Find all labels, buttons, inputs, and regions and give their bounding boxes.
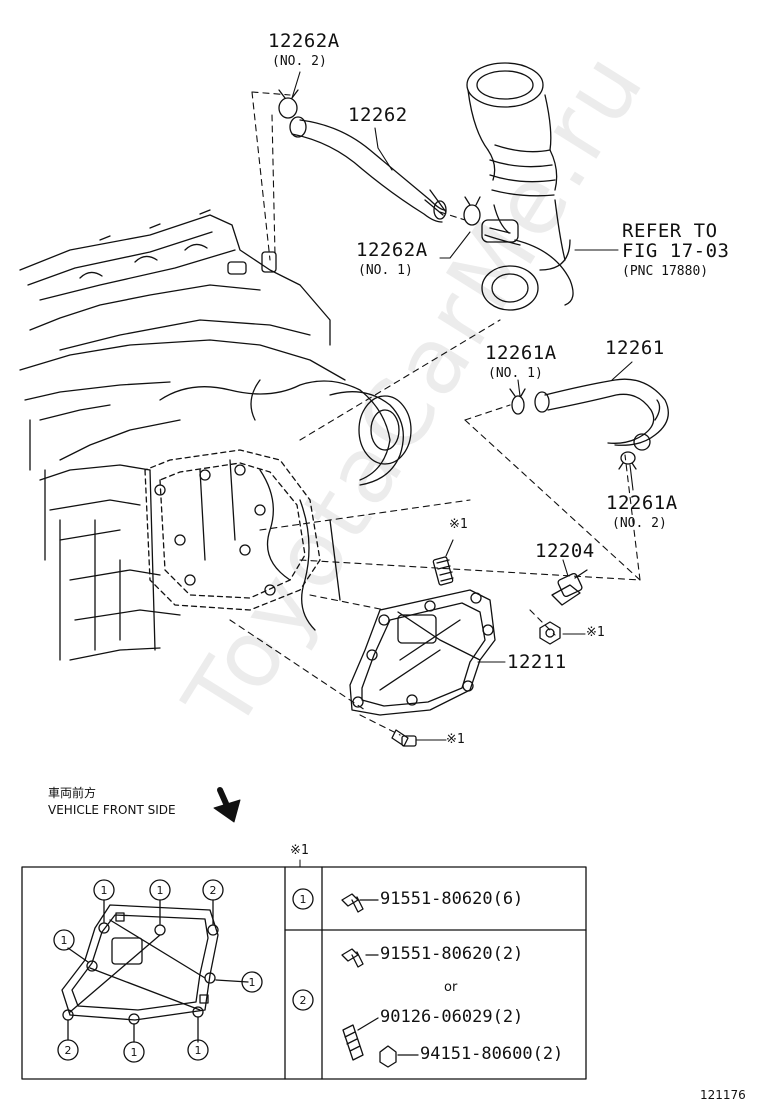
callout-12262a-no1: 12262A [356,239,428,261]
row2-or: or [444,980,458,995]
assembly-leaders [229,91,641,736]
refer-line-3: (PNC 17880) [622,264,709,279]
clamp-12261a-no1 [509,388,526,415]
callout-12261a-no2: 12261A [606,492,678,514]
callout-12261a-no1: 12261A [485,342,557,364]
callout-12262: 12262 [348,104,408,126]
gasket-label: 1 [61,934,68,947]
figure-id: 121176 [700,1088,746,1102]
sensor-12204 [551,569,588,606]
table-marker: ※1 [290,843,309,858]
stud-bolt [432,556,454,586]
callout-12211: 12211 [507,651,567,673]
callout-12262a-no1-sub: (NO. 1) [358,263,413,278]
air-intake-hose [466,62,574,311]
gasket-labels: 1 1 2 1 1 1 2 1 1 2 [61,884,307,1059]
gasket-label: 1 [195,1044,202,1057]
row2-part-number-c: 94151-80600(2) [420,1044,564,1064]
engine-block [19,209,412,661]
row2-part-number-b: 90126-06029(2) [380,1007,524,1027]
callout-12261a-no2-sub: (NO. 2) [612,516,667,531]
row1-index-circle [292,888,314,910]
bolt [391,729,417,747]
refer-line-1: REFER TO [622,220,718,242]
row2-part-number-a: 91551-80620(2) [380,944,524,964]
front-label-jp: 車両前方 [48,786,97,800]
callout-12261a-no1-sub: (NO. 1) [488,366,543,381]
bolt-marker: ※1 [446,732,465,747]
callout-12204: 12204 [535,540,595,562]
row1-index: 1 [300,893,307,906]
outlet-housing-12211 [349,589,496,716]
clamp-12262a-no1 [463,196,481,226]
fastener-table [21,859,587,1080]
hose-12261 [534,378,669,451]
gasket-label: 1 [249,976,256,989]
stud-marker: ※1 [449,517,468,532]
row2-index: 2 [300,994,307,1007]
clamp-12261a-no2 [618,451,637,470]
gasket-label: 1 [157,884,164,897]
gasket-label: 1 [101,884,108,897]
front-direction-arrow [213,787,241,823]
gasket-label: 2 [210,884,217,897]
row2-index-circle [292,989,314,1011]
gasket-label: 1 [131,1046,138,1059]
row1-part-number: 91551-80620(6) [380,889,524,909]
callout-12262a-no2: 12262A [268,30,340,52]
callout-leaders [291,71,634,741]
callout-12261: 12261 [605,337,665,359]
nut-marker: ※1 [586,625,605,640]
gasket-label: 2 [65,1044,72,1057]
callout-12262a-no2-sub: (NO. 2) [272,54,327,69]
front-label-en: VEHICLE FRONT SIDE [48,803,176,817]
clamp-12262a-no2 [278,89,299,119]
refer-line-2: FIG 17-03 [622,240,730,262]
hose-12262 [289,116,447,223]
nut [539,621,561,645]
